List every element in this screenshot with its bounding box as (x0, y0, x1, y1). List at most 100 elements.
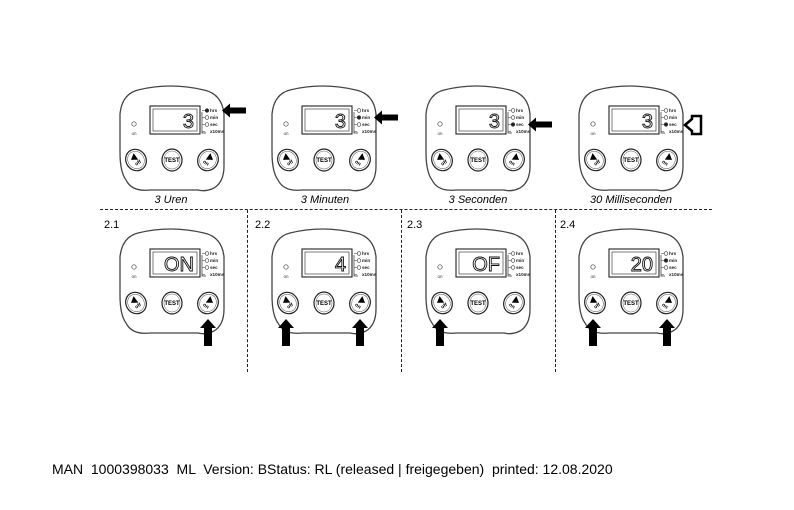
unit-label-hrs: hrs (362, 108, 370, 113)
indicator-arrow (374, 110, 398, 125)
on-arrow-icon (205, 296, 213, 303)
lcd-digits: ON (164, 254, 194, 276)
lcd-digits: 3 (335, 111, 346, 133)
press-arrow-off (432, 319, 448, 346)
lcd-digits: 3 (642, 111, 653, 133)
unit-label-x10ms: x10ms (210, 272, 225, 277)
document-footer: MAN 1000398033 ML Version: BStatus: RL (… (52, 461, 613, 477)
off-button-label: off (134, 302, 143, 311)
test-button[interactable]: TEST (313, 291, 335, 315)
test-button-label: TEST (623, 158, 639, 164)
unit-label-sec: sec (516, 265, 524, 270)
unit-label-hrs: hrs (362, 251, 370, 256)
unit-bracket (507, 255, 512, 277)
led-label: on (590, 274, 596, 279)
unit-dot-hrs (356, 251, 362, 256)
unit-label-x10ms: x10ms (669, 129, 684, 134)
led-label: on (590, 131, 596, 136)
on-button[interactable]: on (345, 145, 374, 174)
device-body (271, 85, 377, 192)
unit-label-x10ms: x10ms (516, 129, 531, 134)
unit-dot-hrs (663, 108, 669, 113)
unit-label-sec: sec (210, 265, 218, 270)
on-button[interactable]: on (652, 288, 681, 317)
off-button[interactable]: off (121, 145, 150, 174)
on-button[interactable]: on (499, 145, 528, 174)
on-arrow-icon (357, 153, 365, 160)
test-button[interactable]: TEST (161, 291, 183, 315)
press-arrow-on (352, 319, 368, 346)
unit-bracket (353, 112, 358, 134)
on-button[interactable]: on (193, 288, 222, 317)
on-arrow-icon (511, 296, 519, 303)
on-button[interactable]: on (499, 288, 528, 317)
step-number-2-1: 2.1 (104, 219, 120, 231)
test-button[interactable]: TEST (620, 291, 642, 315)
off-button-label: off (286, 159, 295, 168)
led-indicator (283, 121, 289, 127)
unit-dot-sec (510, 265, 516, 270)
off-button[interactable]: off (427, 145, 456, 174)
on-button[interactable]: on (345, 288, 374, 317)
lcd-digits: 3 (183, 111, 194, 133)
unit-bracket (507, 112, 512, 134)
unit-label-sec: sec (210, 122, 218, 127)
unit-dot-hrs (663, 251, 669, 256)
lcd-display-inner (458, 108, 504, 132)
off-arrow-icon (437, 296, 445, 303)
unit-label-x10ms: x10ms (362, 272, 377, 277)
test-button-label: TEST (164, 301, 180, 307)
unit-dot-sec (204, 122, 210, 127)
off-button[interactable]: off (427, 288, 456, 317)
unit-label-sec: sec (362, 122, 370, 127)
test-button[interactable]: TEST (467, 148, 489, 172)
unit-dot-hrs (510, 108, 516, 113)
led-indicator (590, 121, 596, 127)
lcd-digits: 20 (631, 254, 653, 276)
test-button-label: TEST (623, 301, 639, 307)
unit-bracket (660, 255, 665, 277)
unit-label-x10ms: x10ms (362, 129, 377, 134)
off-button-label: off (440, 159, 449, 168)
led-indicator (131, 121, 137, 127)
unit-dot-min (356, 115, 362, 120)
lcd-display-inner (304, 108, 350, 132)
off-arrow-icon (131, 153, 139, 160)
on-button-label: on (507, 302, 515, 310)
unit-bracket (660, 112, 665, 134)
unit-label-hrs: hrs (210, 108, 218, 113)
lcd-display-inner (611, 251, 657, 275)
row-separator-line (100, 209, 712, 210)
test-button[interactable]: TEST (313, 148, 335, 172)
unit-dot-min (510, 258, 516, 263)
unit-label-hrs: hrs (516, 108, 524, 113)
off-button[interactable]: off (273, 145, 302, 174)
column-separator-3 (555, 210, 556, 372)
off-button[interactable]: off (273, 288, 302, 317)
off-button[interactable]: off (121, 288, 150, 317)
unit-label-min: min (516, 258, 524, 263)
off-button[interactable]: off (580, 145, 609, 174)
on-button[interactable]: on (652, 145, 681, 174)
unit-bracket (201, 112, 206, 134)
unit-label-min: min (362, 258, 370, 263)
off-button[interactable]: off (580, 288, 609, 317)
led-label: on (131, 131, 137, 136)
test-button[interactable]: TEST (620, 148, 642, 172)
unit-label-min: min (210, 115, 218, 120)
on-arrow-icon (357, 296, 365, 303)
on-arrow-icon (205, 153, 213, 160)
lcd-digits: OF (472, 254, 500, 276)
step-number-2-4: 2.4 (560, 219, 576, 231)
test-button[interactable]: TEST (467, 291, 489, 315)
indicator-arrow (222, 103, 246, 118)
on-button-label: on (201, 302, 209, 310)
test-button[interactable]: TEST (161, 148, 183, 172)
unit-dot-sec (356, 265, 362, 270)
on-button[interactable]: on (193, 145, 222, 174)
led-indicator (590, 264, 596, 270)
led-label: on (283, 274, 289, 279)
